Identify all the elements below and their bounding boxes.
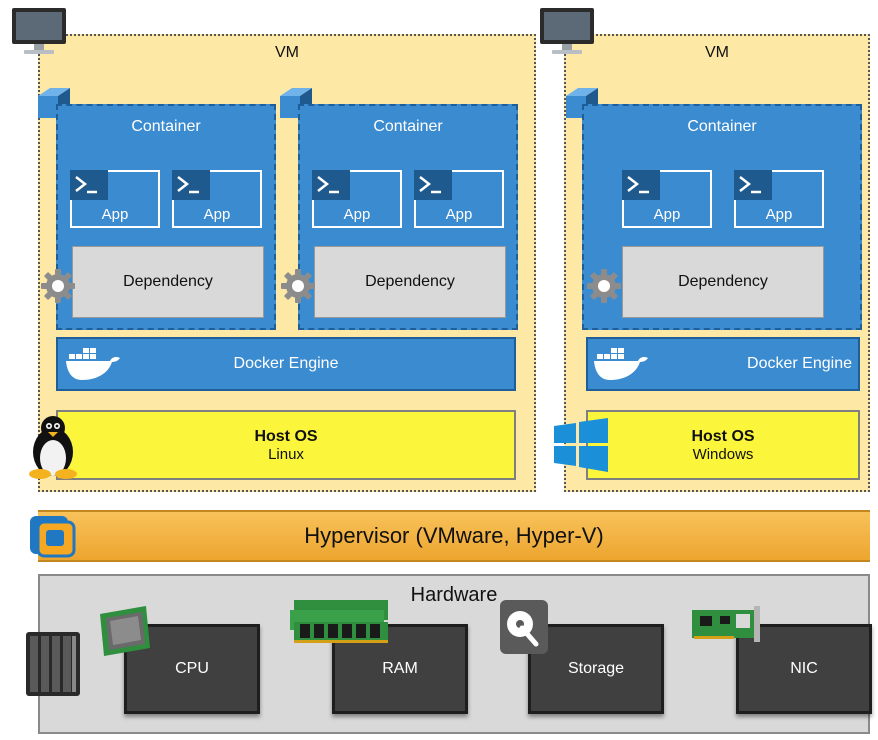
gear-icon (586, 268, 622, 304)
terminal-icon (70, 170, 108, 200)
app-window: App (172, 170, 262, 228)
docker-engine-label: Docker Engine (233, 355, 339, 372)
linux-penguin-icon (24, 414, 82, 480)
app-window: App (622, 170, 712, 228)
container-label: Container (131, 118, 201, 135)
docker-whale-icon (64, 344, 124, 384)
app-window: App (734, 170, 824, 228)
app-window: App (414, 170, 504, 228)
container-2: Container App App Dependency (298, 104, 518, 330)
nic-card-icon (690, 604, 770, 644)
docker-engine-label: Docker Engine (747, 355, 852, 372)
hypervisor-label: Hypervisor (VMware, Hyper-V) (304, 523, 604, 548)
hypervisor-bar: Hypervisor (VMware, Hyper-V) (38, 510, 870, 562)
app-label: App (101, 206, 129, 223)
docker-engine-bar: Docker Engine (56, 337, 516, 391)
terminal-icon (312, 170, 350, 200)
cpu-label: CPU (175, 660, 209, 677)
terminal-icon (172, 170, 210, 200)
ram-label: RAM (382, 660, 418, 677)
hardware-label: Hardware (410, 584, 498, 606)
cpu-chip-icon (96, 602, 154, 660)
gear-icon (40, 268, 76, 304)
terminal-icon (414, 170, 452, 200)
storage-box: Storage (528, 624, 664, 714)
host-os-name: Windows (692, 446, 754, 463)
hard-disk-icon (498, 598, 550, 656)
vmware-icon (28, 512, 78, 560)
terminal-icon (622, 170, 660, 200)
dependency-box: Dependency (72, 246, 264, 318)
app-label: App (445, 206, 473, 223)
host-os-title: Host OS (691, 428, 755, 445)
host-os-title: Host OS (254, 428, 318, 445)
app-label: App (343, 206, 371, 223)
container-3: Container App App Dependency (582, 104, 862, 330)
storage-label: Storage (567, 660, 625, 677)
host-os-linux: Host OS Linux (56, 410, 516, 480)
terminal-icon (734, 170, 772, 200)
dependency-box: Dependency (314, 246, 506, 318)
container-label: Container (373, 118, 443, 135)
windows-logo-icon (552, 418, 610, 472)
vm-label: VM (275, 44, 299, 61)
docker-whale-icon (592, 344, 652, 384)
app-label: App (765, 206, 793, 223)
app-label: App (653, 206, 681, 223)
ram-stick-icon (288, 598, 392, 644)
app-window: App (70, 170, 160, 228)
host-os-name: Linux (268, 446, 304, 463)
gear-icon (280, 268, 316, 304)
app-label: App (203, 206, 231, 223)
container-1: Container App App Dependency (56, 104, 276, 330)
dependency-box: Dependency (622, 246, 824, 318)
nic-label: NIC (790, 660, 818, 677)
container-label: Container (687, 118, 757, 135)
app-window: App (312, 170, 402, 228)
monitor-icon (10, 6, 68, 56)
host-os-windows: Host OS Windows (586, 410, 860, 480)
vm-label: VM (705, 44, 729, 61)
monitor-icon (538, 6, 596, 56)
server-rack-icon (22, 628, 84, 700)
